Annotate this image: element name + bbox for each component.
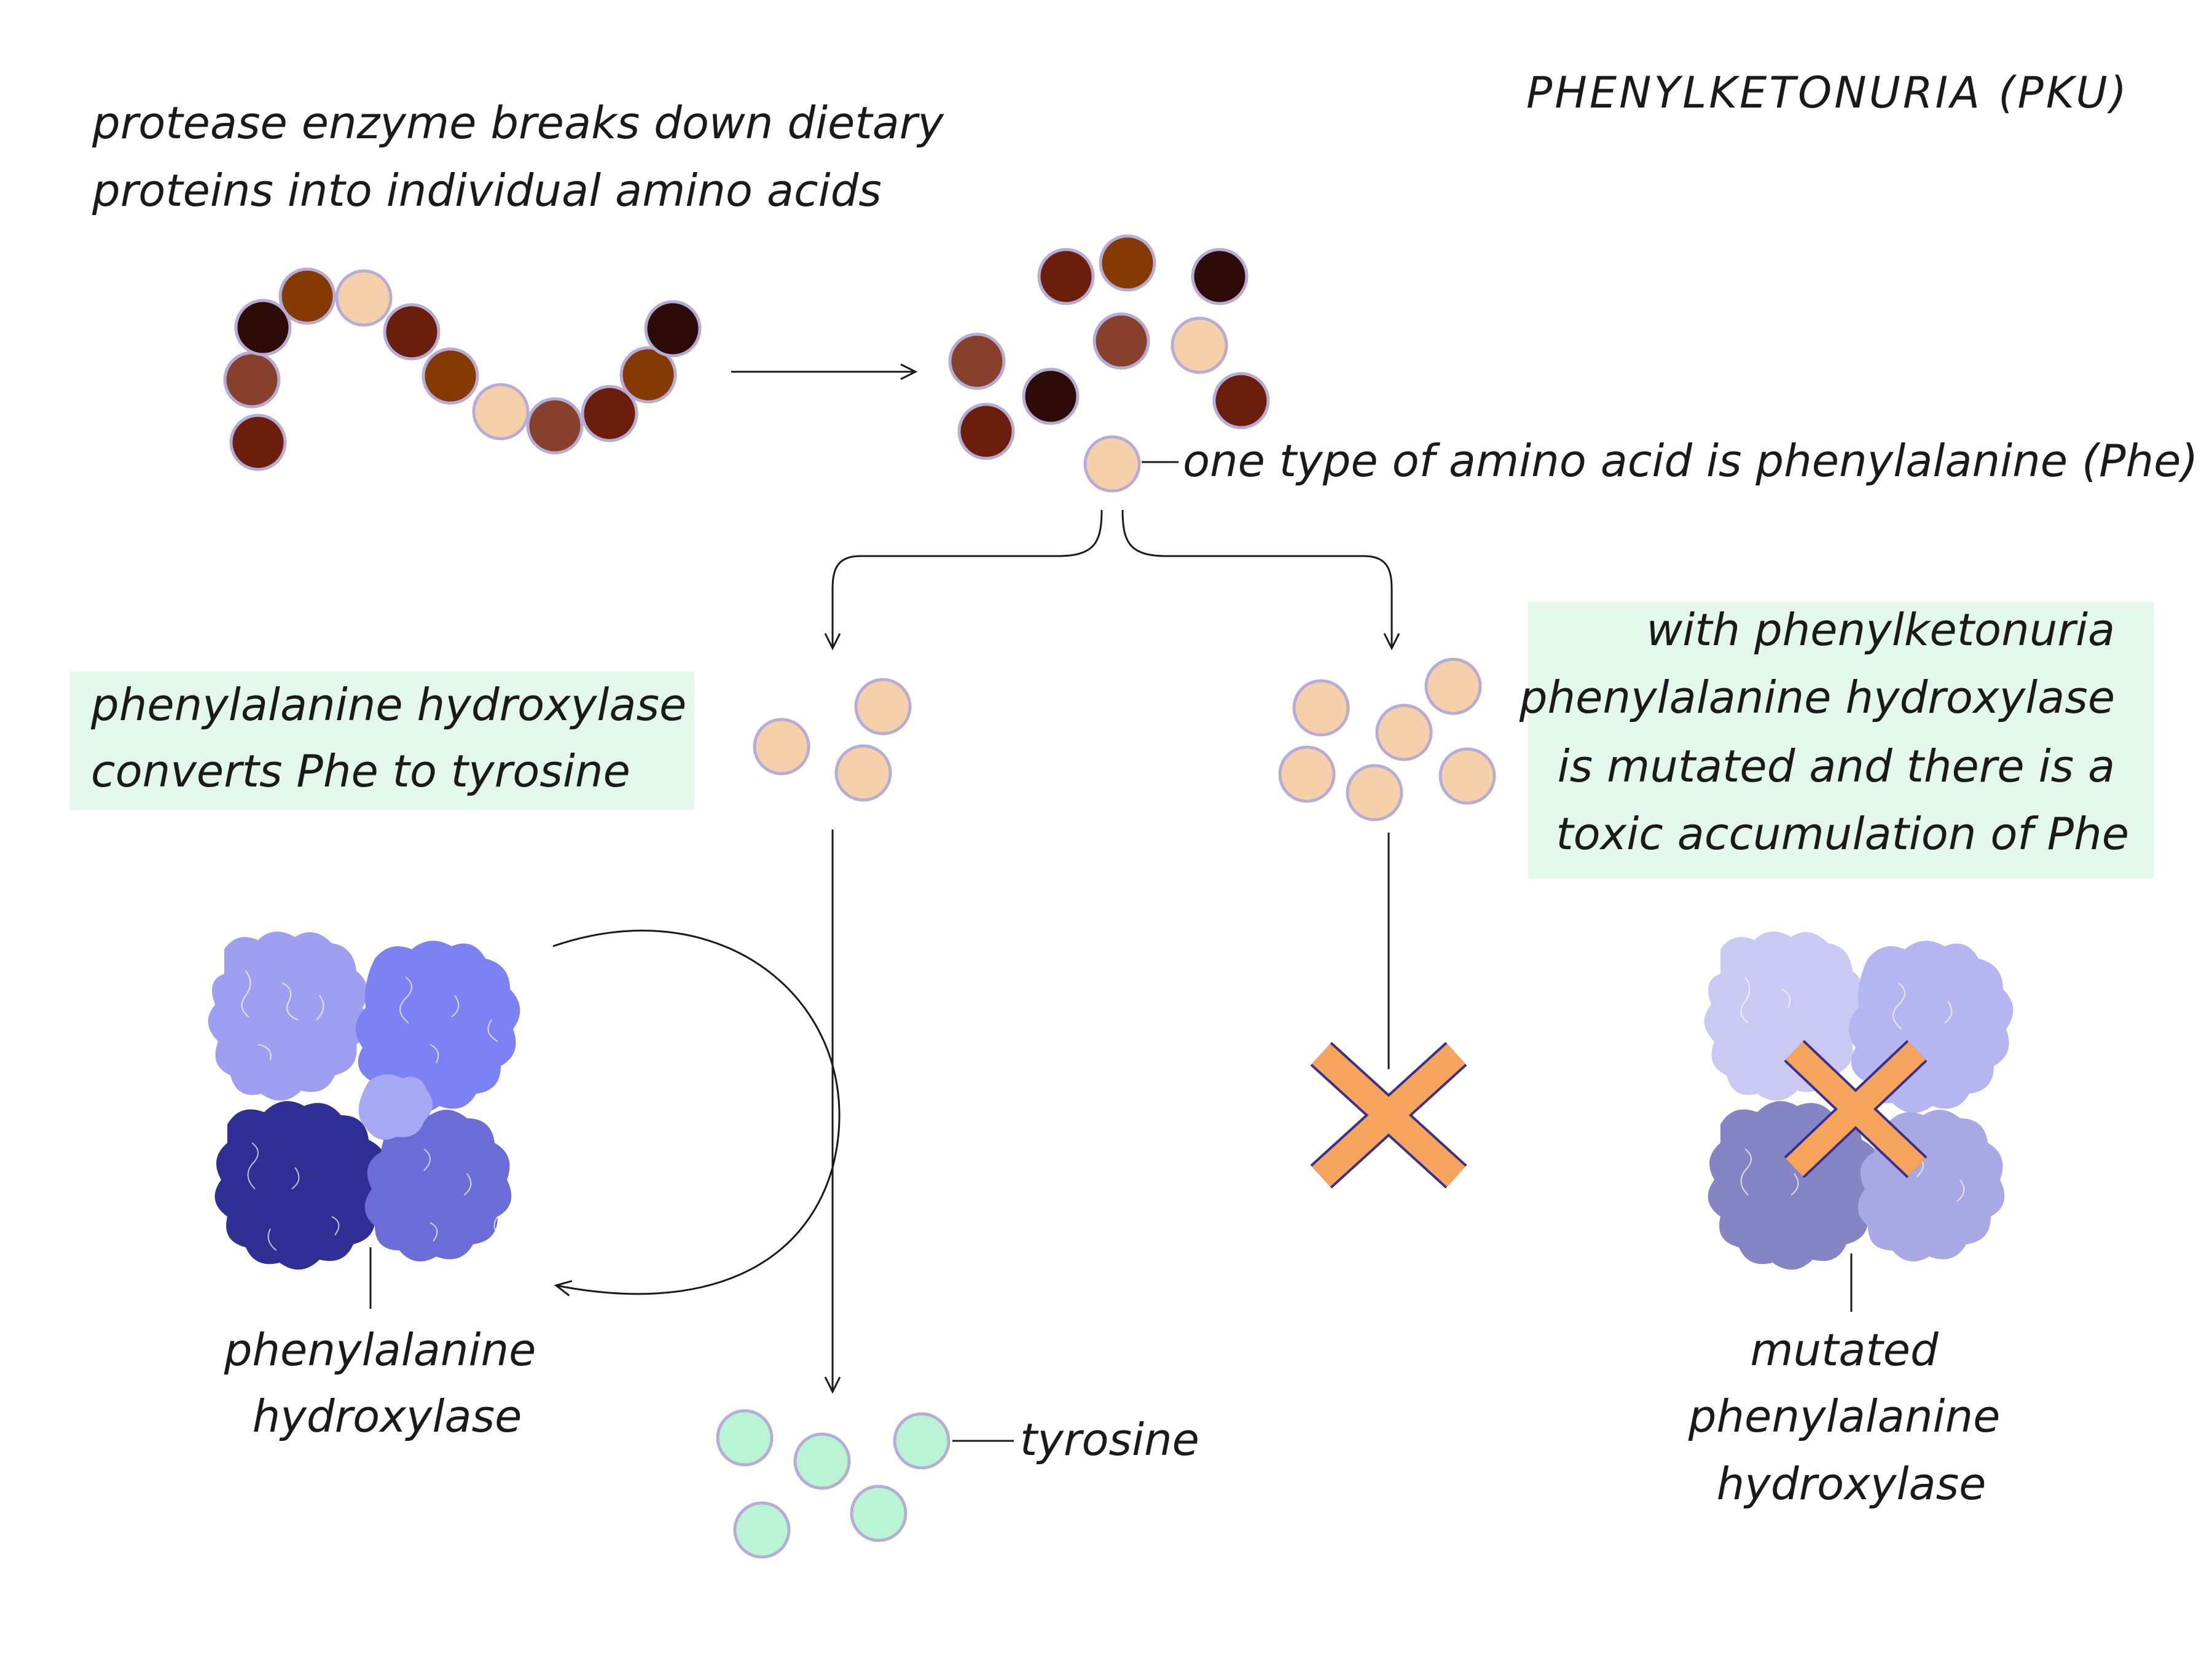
svg-text:with phenylketonuria phe: with phenylketonuria phenylalanine hydro… [1519,604,2129,860]
normal-note-line-1: phenylalanine hydroxylase [90,679,686,731]
tyrosine-bead [793,1432,851,1490]
tyrosine-bead [716,1409,774,1467]
tyrosine-bead [850,1484,908,1542]
pku-note-line-2: phenylalanine hydroxylase [1519,672,2115,723]
mutated-label-line-2: phenylalanine [1688,1390,2001,1442]
amino-acid-bead [278,267,336,325]
amino-acid-bead [644,300,702,358]
enzyme-subunit-bright [355,941,520,1113]
branch-arrow-right [1121,509,1400,651]
enzyme-subunit-medium [364,1110,512,1261]
protease-caption: protease enzyme breaks down dietary prot… [92,97,958,216]
block-x-icon [1310,1041,1467,1189]
amino-acid-bead [223,351,281,409]
phe-bead [1292,679,1350,737]
amino-acid-bead [619,346,677,404]
mutated-label-line-1: mutated [1750,1324,1939,1376]
svg-text:phenylalanine hydroxylase: phenylalanine hydroxylase converts Phe t… [90,679,700,797]
page-title: PHENYLKETONURIA (PKU) [1526,68,2129,118]
branch-arrow-left [824,509,1103,651]
phe-beads-accumulated [1278,657,1496,822]
pku-note-line-3: is mutated and there is a [1558,740,2115,792]
phe-bead [1346,764,1403,822]
mutated-enzyme-label: mutated phenylalanine hydroxylase [1688,1324,2015,1510]
mutated-surface-texture [1740,976,1965,1202]
free-amino-acids [948,234,1270,493]
amino-acid-bead [1191,248,1249,305]
tyrosine-beads [716,1409,951,1559]
amino-acid-bead [1037,248,1095,305]
normal-note-line-2: converts Phe to tyrosine [91,745,630,797]
amino-acid-bead [1099,234,1156,292]
enzyme-subunit-dark [214,1101,389,1270]
tyrosine-label: tyrosine [1020,1414,1199,1465]
normal-note-box [69,672,694,810]
pku-note: with phenylketonuria phenylalanine hydro… [1519,602,2154,879]
mutated-subunit-pale [1704,931,1864,1101]
normal-pathway-note: phenylalanine hydroxylase converts Phe t… [69,672,700,810]
phe-bead [1375,704,1433,761]
amino-acid-bead [526,397,584,455]
amino-acid-bead [472,383,530,441]
phe-beads-normal [753,678,912,802]
phe-bead [753,718,810,775]
enzyme-subunit-light [208,931,367,1101]
amino-acid-bead [229,414,287,471]
phe-bead [1278,745,1336,803]
protease-caption-line-2: proteins into individual amino acids [92,165,882,216]
enzyme-action-arrow [552,930,841,1296]
amino-acid-bead [948,332,1006,390]
pku-note-line-4: toxic accumulation of Phe [1556,808,2129,860]
mutation-x-icon [1784,1040,1928,1179]
enzyme-surface-texture [241,970,504,1251]
mutated-label-line-3: hydroxylase [1717,1458,1986,1510]
amino-acid-bead [1022,367,1080,425]
pku-note-line-1: with phenylketonuria [1646,604,2115,656]
phe-bead [854,678,912,735]
protein-chain [223,267,702,471]
tyrosine-bead [893,1412,951,1470]
amino-acid-bead [234,299,292,356]
tyrosine-bead [733,1501,791,1559]
enzyme-core [358,1074,433,1140]
protease-caption-line-1: protease enzyme breaks down dietary [92,97,944,149]
phe-bead [1083,435,1141,493]
amino-acid-bead [957,402,1015,460]
phe-bead [834,744,892,802]
amino-acid-bead [1212,372,1270,429]
enzyme-icon [208,931,520,1270]
amino-acid-bead [1171,316,1228,374]
amino-acid-bead [1092,312,1150,370]
enzyme-label-line-1: phenylalanine [224,1324,536,1376]
enzyme-label-line-2: hydroxylase [253,1390,522,1442]
phe-bead [1438,747,1496,805]
amino-acid-bead [581,385,638,442]
phe-bead [1424,657,1482,715]
phe-label: one type of amino acid is phenylalanine … [1183,435,2198,487]
enzyme-label: phenylalanine hydroxylase [224,1324,551,1442]
amino-acid-bead [422,347,479,405]
mutated-enzyme-icon [1704,931,2014,1270]
amino-acid-bead [383,303,441,361]
pku-note-box [1528,602,2154,879]
amino-acid-bead [335,269,393,327]
